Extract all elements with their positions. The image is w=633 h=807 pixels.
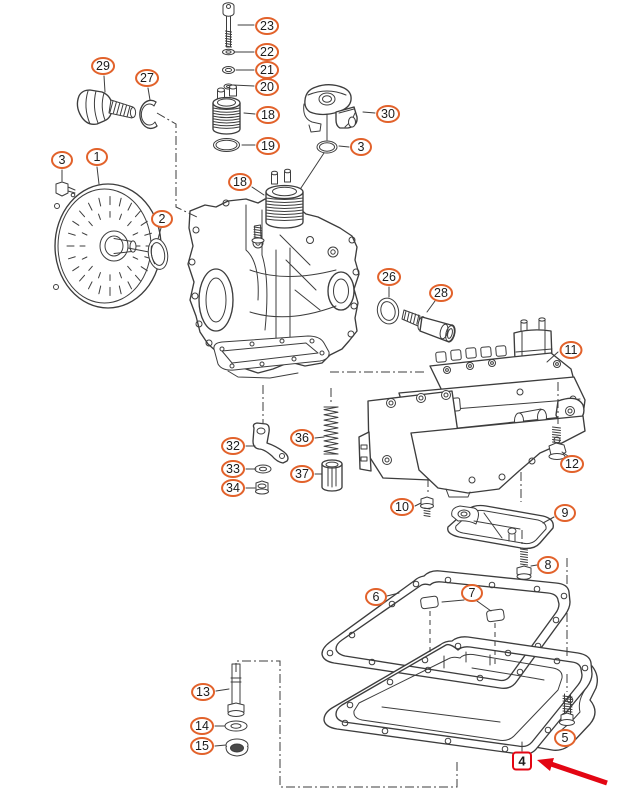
callout-9[interactable]: 9 [554,504,576,522]
valve-body-drawing [358,317,586,498]
callout-22[interactable]: 22 [255,43,279,61]
callout-14[interactable]: 14 [190,717,214,735]
spring-drawing [323,406,339,455]
callout-18[interactable]: 18 [228,173,252,191]
callout-15[interactable]: 15 [190,737,214,755]
snap-ring-drawing [139,99,158,130]
callout-29[interactable]: 29 [91,57,115,75]
callout-36[interactable]: 36 [290,429,314,447]
callout-2[interactable]: 2 [151,210,173,228]
nut-drawing [255,480,269,495]
construction-lines [156,112,568,788]
bolt-drawing [559,693,575,726]
callout-1[interactable]: 1 [86,148,108,166]
seal-ring-drawing [376,297,400,325]
callout-3[interactable]: 3 [350,138,372,156]
selector-lever-drawing [252,422,289,464]
callout-27[interactable]: 27 [135,69,159,87]
torque-converter-drawing [53,183,162,309]
callout-6[interactable]: 6 [365,588,387,606]
o-ring-drawing [222,66,235,74]
piston-drawing [321,459,343,492]
callout-28[interactable]: 28 [429,284,453,302]
washer-drawing [254,464,272,474]
oil-cooler-on-case-drawing [251,168,304,244]
cap-drawing [225,738,249,757]
callout-11[interactable]: 11 [559,341,583,359]
callout-20[interactable]: 20 [255,78,279,96]
converter-bolt-drawing [55,181,76,198]
leader-lines [61,24,569,752]
shaft-seal-drawing [147,238,169,270]
callout-12[interactable]: 12 [560,455,584,473]
callout-21[interactable]: 21 [255,61,279,79]
bolt-drawing [548,426,567,460]
bolt-drawing [420,496,434,517]
pan-gasket-drawing [321,570,571,690]
bolt-drawing [516,548,532,580]
callout-32[interactable]: 32 [221,437,245,455]
callout-7[interactable]: 7 [461,584,483,602]
magnet-drawing [420,595,505,623]
callout-8[interactable]: 8 [537,556,559,574]
callout-37[interactable]: 37 [290,465,314,483]
selector-switch-drawing [303,84,358,141]
oil-cooler-drawing [212,84,241,135]
transmission-case-drawing [187,198,360,379]
oil-strainer-drawing [447,504,554,550]
callout-3[interactable]: 3 [51,151,73,169]
callout-34[interactable]: 34 [221,479,245,497]
o-ring-drawing [213,138,240,152]
callout-13[interactable]: 13 [191,683,215,701]
highlight-arrow [537,758,608,786]
output-flange-drawing [401,309,456,343]
callout-19[interactable]: 19 [256,137,280,155]
callout-18[interactable]: 18 [256,106,280,124]
callout-5[interactable]: 5 [554,729,576,747]
callout-23[interactable]: 23 [255,17,279,35]
long-bolt-drawing [222,2,235,48]
callout-26[interactable]: 26 [377,268,401,286]
washer-drawing [224,720,248,732]
callout-10[interactable]: 10 [390,498,414,516]
washer-drawing [222,48,235,56]
callout-30[interactable]: 30 [376,105,400,123]
highlighted-callout-4[interactable]: 4 [512,751,532,771]
callout-33[interactable]: 33 [221,460,245,478]
drain-plug-drawing [227,663,245,717]
cv-joint-drawing [76,89,137,125]
